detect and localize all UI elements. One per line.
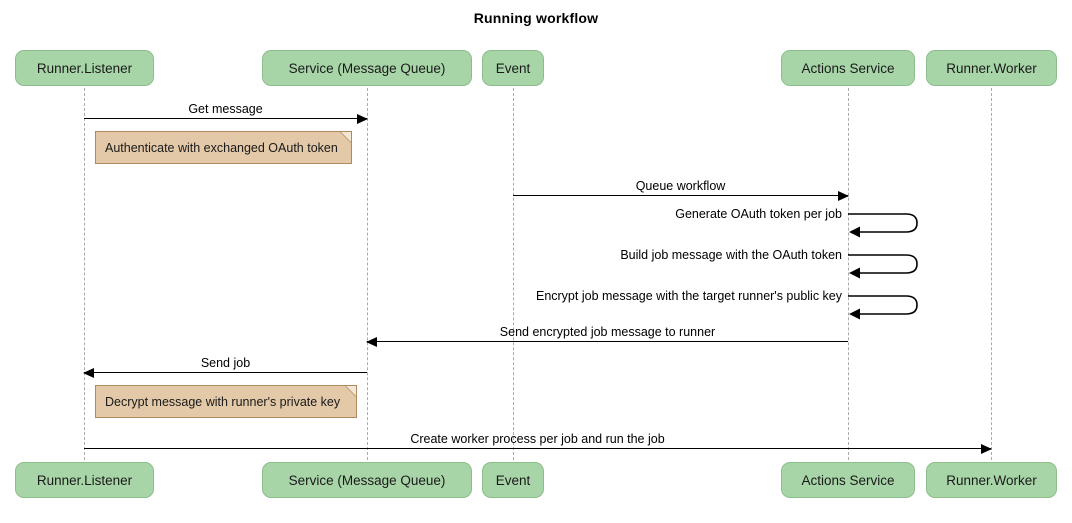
participant-label: Service (Message Queue) [288, 60, 446, 76]
participant-top-runner-listener[interactable]: Runner.Listener [15, 50, 154, 86]
participant-label: Service (Message Queue) [288, 472, 446, 488]
participant-top-event[interactable]: Event [482, 50, 544, 86]
note-fold-inner-icon [341, 132, 351, 142]
message-queue-workflow[interactable] [513, 191, 849, 201]
self-message-generate-oauth-token[interactable] [848, 208, 928, 242]
message-send-job[interactable] [83, 368, 367, 378]
lifeline-actions-service [848, 88, 849, 460]
message-get-message[interactable] [84, 114, 368, 124]
arrowhead-left-icon [366, 337, 377, 347]
note-text: Decrypt message with runner's private ke… [105, 394, 341, 409]
participant-label: Event [495, 472, 531, 488]
note-decrypt: Decrypt message with runner's private ke… [95, 385, 357, 418]
message-label-send-job: Send job [200, 356, 251, 370]
lifeline-event [513, 88, 514, 460]
note-fold-inner-icon [346, 386, 356, 396]
self-message-build-job-message[interactable] [848, 249, 928, 283]
self-message-label-build-job-message: Build job message with the OAuth token [620, 248, 842, 262]
note-authenticate: Authenticate with exchanged OAuth token [95, 131, 352, 164]
participant-bottom-actions-service[interactable]: Actions Service [781, 462, 915, 498]
message-label-queue-workflow: Queue workflow [635, 179, 726, 193]
participant-label: Runner.Worker [946, 60, 1037, 76]
note-text: Authenticate with exchanged OAuth token [105, 140, 338, 155]
page-title: Running workflow [473, 10, 599, 26]
self-message-label-encrypt-job-message: Encrypt job message with the target runn… [535, 289, 842, 303]
arrowhead-right-icon [981, 444, 992, 454]
arrowhead-right-icon [357, 114, 368, 124]
participant-label: Runner.Worker [946, 472, 1037, 488]
message-label-get-message: Get message [188, 102, 263, 116]
participant-label: Event [495, 60, 531, 76]
participant-top-actions-service[interactable]: Actions Service [781, 50, 915, 86]
participant-label: Actions Service [801, 472, 895, 488]
participant-label: Runner.Listener [36, 472, 133, 488]
message-create-worker-process[interactable] [84, 444, 992, 454]
participant-bottom-runner-worker[interactable]: Runner.Worker [926, 462, 1057, 498]
self-message-label-generate-oauth-token: Generate OAuth token per job [675, 207, 842, 221]
lifeline-runner-listener [84, 88, 85, 460]
participant-label: Runner.Listener [36, 60, 133, 76]
self-message-encrypt-job-message[interactable] [848, 290, 928, 324]
lifeline-runner-worker [991, 88, 992, 460]
lifeline-service-message-queue [367, 88, 368, 460]
message-send-encrypted-job-message[interactable] [366, 337, 848, 347]
arrowhead-left-icon [83, 368, 94, 378]
participant-bottom-service-message-queue[interactable]: Service (Message Queue) [262, 462, 472, 498]
participant-label: Actions Service [801, 60, 895, 76]
participant-bottom-event[interactable]: Event [482, 462, 544, 498]
arrowhead-right-icon [838, 191, 849, 201]
participant-bottom-runner-listener[interactable]: Runner.Listener [15, 462, 154, 498]
message-label-send-encrypted-job-message: Send encrypted job message to runner [499, 325, 716, 339]
participant-top-runner-worker[interactable]: Runner.Worker [926, 50, 1057, 86]
participant-top-service-message-queue[interactable]: Service (Message Queue) [262, 50, 472, 86]
message-label-create-worker-process: Create worker process per job and run th… [410, 432, 665, 446]
